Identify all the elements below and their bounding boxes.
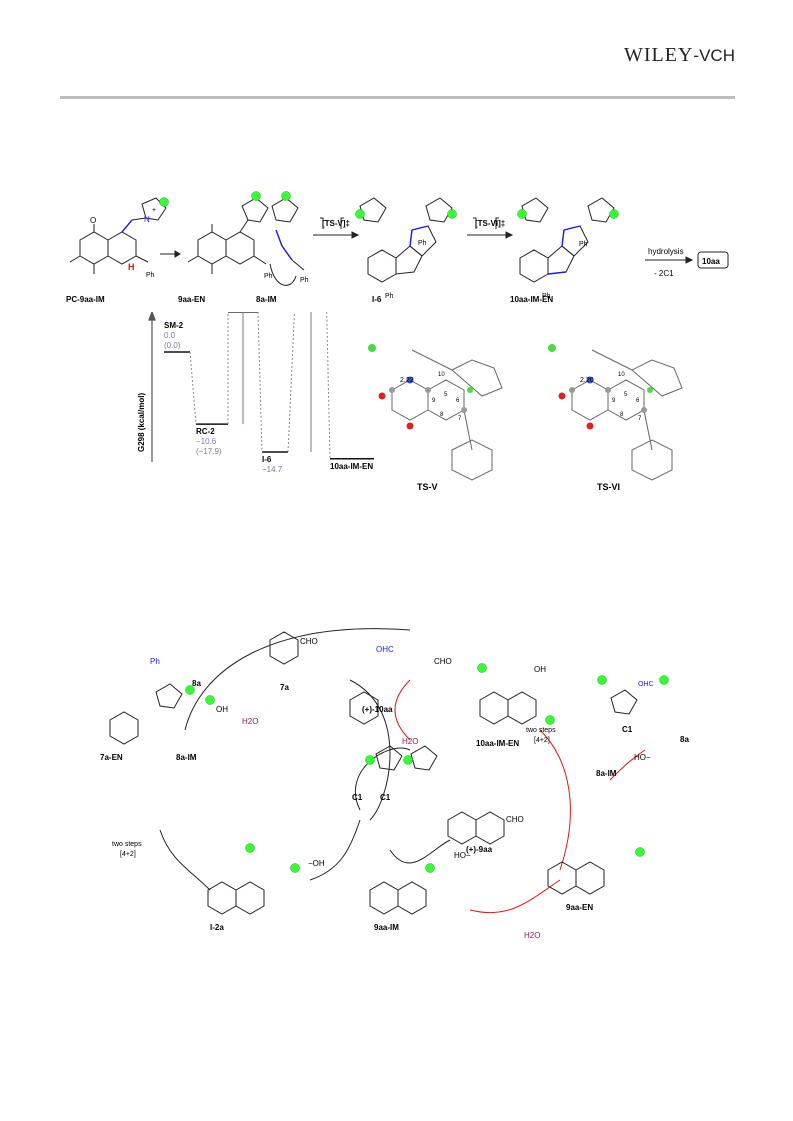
four-two-right: [4+2] [534,737,550,744]
ts-structures: 2.22 2.20 10 5 9 6 8 7 10 5 9 6 8 7 TS-V… [368,344,683,492]
label-cho: CHO [434,657,452,666]
iminium-n: N [144,215,150,224]
pc9aa-cyclohexene-ring [107,231,137,265]
product-10aa: 10aa [702,257,720,266]
intermediate-10aa-im-en: 10aa-IM-EN [476,739,519,748]
cycle-arrow-top-left [184,628,411,731]
catalyst-c1-b: C1 [380,793,391,802]
water-label: H2O [242,717,258,726]
iminium-charge: + [152,207,156,214]
label-oh: OH [216,705,228,714]
label-ohc: OHC [376,645,394,654]
atom-label: 8 [440,412,444,418]
intermediate-i2a: I-2a [210,923,224,932]
label-ohc: OHC [638,681,654,688]
label-cho: CHO [300,637,318,646]
energy-level-value: −10.6 [196,437,217,446]
atom-label: 10 [618,372,625,378]
ph-label: Ph [146,272,155,279]
ph-label: Ph [542,293,551,300]
ph-label: Ph [264,273,273,280]
atom-label: 7 [638,416,642,422]
energy-level-name: SM-2 [164,321,184,330]
atom-label: 6 [636,398,640,404]
energy-level-value-paren: (0.0) [164,341,181,350]
ts-v-distance: 2.22 [400,377,414,384]
carbonyl-o: O [90,216,96,225]
atom-label: 8 [620,412,624,418]
intermediate-9aa-im: 9aa-IM [374,923,399,932]
reaction-scheme-top: PC-9aa-IM 9aa-EN 8a-IM I-6 10aa-IM-EN [T… [66,191,729,304]
two-steps-right: two steps [526,727,556,734]
label-oh: OH [534,665,546,674]
intermediate-7a-en: 7a-EN [100,753,123,762]
y-axis-label: G298 (kcal/mol) [137,393,146,452]
logo-main: WILEY [624,44,694,66]
atom-label: 5 [444,392,448,398]
water-label: H2O [524,931,540,940]
hydrolysis-byproduct: - 2C1 [654,269,674,278]
ts-vi-structure-label: TS-VI [597,482,620,492]
label-ho-minus: HO− [454,851,471,860]
ts-v-label: [TS-V]‡ [322,219,350,228]
atom-label: 9 [432,398,436,404]
energy-level-name: 10aa-IM-EN [330,462,373,471]
reagent-7a: 7a [280,683,289,692]
product-10aa: (+)-10aa [362,705,393,714]
ts-v-structure-label: TS-V [417,482,438,492]
logo-suffix: -VCH [693,46,735,65]
ph-label: Ph [385,293,394,300]
atom-label: 7 [458,416,462,422]
label-ph-8a: Ph [150,657,160,666]
label-ho-minus: HO− [634,753,651,762]
cycle-arrow-red-bottom [469,879,561,914]
energy-connector [257,312,263,452]
energy-connector [326,312,331,459]
wiley-vch-logo: WILEY-VCH [624,44,735,67]
water-label: H2O [402,737,418,746]
four-two-left: [4+2] [120,851,136,858]
catalyst-c1-a: C1 [352,793,363,802]
ph-label: Ph [300,277,309,284]
highlight-hydrogen: H [128,262,135,272]
ph-label: Ph [579,241,588,248]
compound-10aa-im-en: 10aa-IM-EN [510,295,553,304]
energy-level-value: −14.7 [262,465,283,472]
intermediate-8a-im-left: 8a-IM [176,753,197,762]
compound-8a-im: 8a-IM [256,295,277,304]
intermediate-9aa-en: 9aa-EN [566,903,593,912]
atom-label: 10 [438,372,445,378]
energy-connector [189,351,197,425]
pc9aa-uracil-ring [79,231,109,265]
energy-levels: SM-20.0(0.0)RC-2−10.6(−17.9)TS-V5.9 (6.5… [164,312,374,472]
atom-label: 5 [624,392,628,398]
energy-level-value-paren: (−17.9) [196,447,222,456]
compound-9aa-en: 9aa-EN [178,295,205,304]
intermediate-8a-im-right: 8a-IM [596,769,617,778]
energy-level-value: 0.0 [164,331,176,340]
hydrolysis-label: hydrolysis [648,247,684,256]
energy-level-name: I-6 [262,455,272,464]
label-cho: CHO [506,815,524,824]
energy-connector [287,312,296,452]
catalyst-c1-right: C1 [622,725,633,734]
label-minus-oh: −OH [308,859,325,868]
ts-vi-label: [TS-VI]‡ [475,219,505,228]
two-steps-left: two steps [112,841,142,848]
product-9aa: (+)-9aa [466,845,493,854]
atom-label: 9 [612,398,616,404]
catalyst-marker [159,197,169,207]
reagent-8a-right: 8a [680,735,689,744]
compound-pc9aa-im: PC-9aa-IM [66,295,105,304]
ph-label: Ph [418,240,427,247]
energy-level-name: RC-2 [196,427,215,436]
energy-profile: G298 (kcal/mol) SM-20.0(0.0) RC-2−10.6(−1… [137,312,374,472]
ts-vi-distance: 2.20 [580,377,594,384]
atom-label: 6 [456,398,460,404]
reagent-8a: 8a [192,679,201,688]
catalytic-cycle: Ph 8a CHO 7a H2O OHC CHO (+)-10aa H2O 7a… [100,628,689,940]
compound-i6: I-6 [372,295,382,304]
header-divider [60,96,735,99]
